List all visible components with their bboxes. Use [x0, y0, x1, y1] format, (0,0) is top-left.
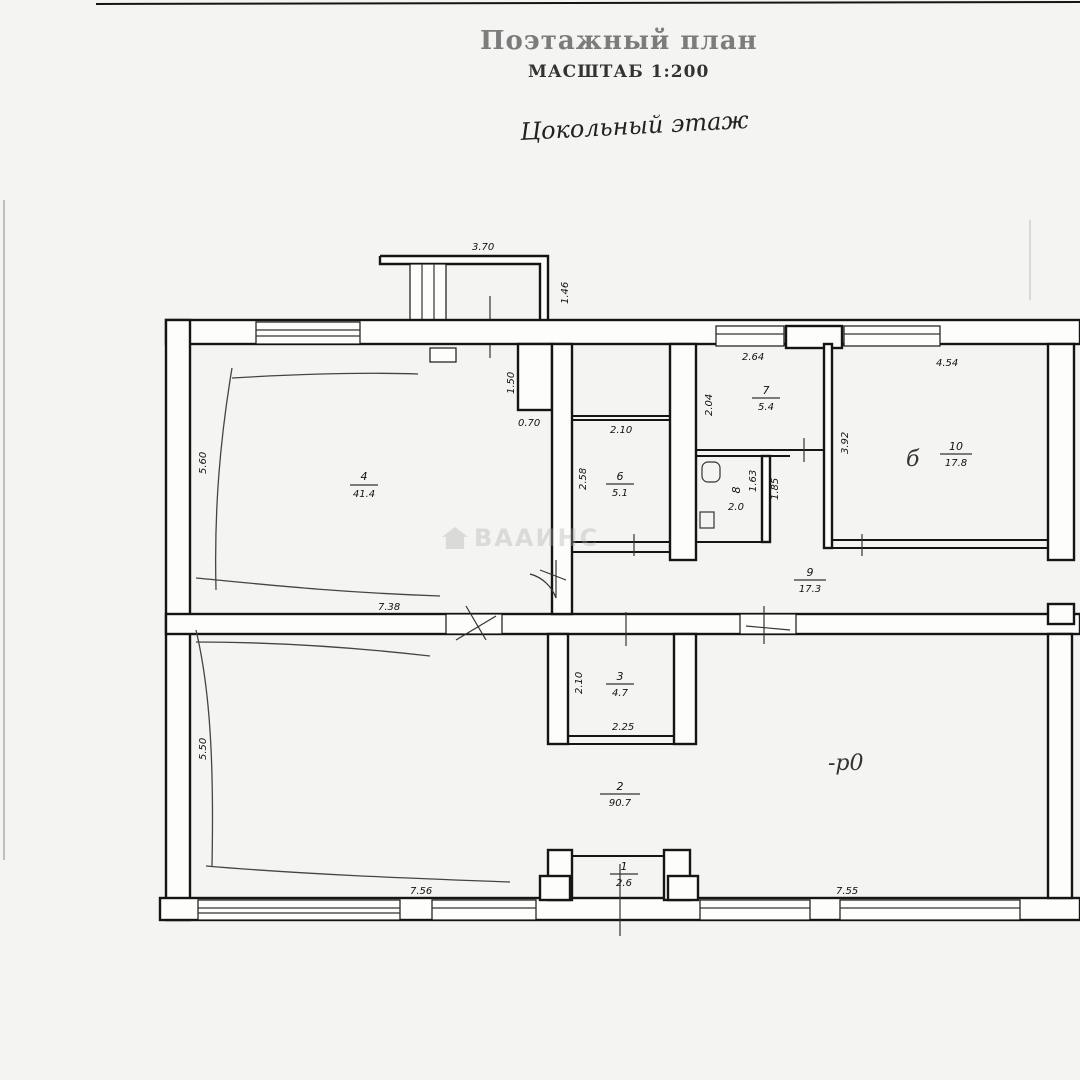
svg-text:2.0: 2.0 [728, 502, 744, 513]
dim-2-10-lower: 2.10 [574, 672, 585, 694]
svg-text:7: 7 [763, 384, 770, 397]
dim-5-50: 5.50 [198, 738, 209, 760]
svg-text:1: 1 [621, 860, 628, 873]
room-2-label: 2 90.7 [600, 780, 640, 809]
room-9-label: 9 17.3 [794, 566, 826, 595]
dim-5-60: 5.60 [198, 452, 209, 474]
room-7-label: 7 5.4 [752, 384, 780, 413]
dim-2-25: 2.25 [612, 722, 634, 733]
paper-top-edge [95, 1, 1080, 5]
watermark: ВААИНС [442, 524, 599, 552]
room-10-label: 10 17.8 [940, 440, 972, 469]
handwritten-note-room-2: -р0 [828, 751, 864, 776]
svg-text:8: 8 [730, 487, 743, 494]
dim-7-38: 7.38 [378, 602, 400, 613]
house-icon [442, 527, 468, 549]
room-8-label: 8 2.0 [728, 487, 744, 514]
svg-text:4: 4 [361, 470, 368, 483]
dim-1-63: 1.63 [748, 470, 759, 492]
svg-text:2.6: 2.6 [616, 878, 632, 889]
interior-walls-lower [538, 632, 1074, 902]
top-windows [255, 321, 941, 350]
svg-text:5.4: 5.4 [758, 402, 774, 413]
dim-7-55: 7.55 [836, 886, 858, 897]
room-4-label: 4 41.4 [350, 470, 378, 500]
dim-1-50: 1.50 [506, 372, 517, 394]
interior-walls-upper [516, 342, 1076, 626]
door-symbols [445, 438, 863, 936]
svg-text:17.8: 17.8 [945, 458, 967, 469]
dim-3-92: 3.92 [840, 432, 851, 454]
svg-text:90.7: 90.7 [609, 798, 632, 809]
plan-title: Поэтажный план [480, 26, 758, 56]
dim-2-58: 2.58 [578, 468, 589, 490]
svg-text:5.1: 5.1 [612, 488, 628, 499]
svg-text:17.3: 17.3 [799, 584, 821, 595]
watermark-text: ВААИНС [474, 524, 600, 552]
plan-scale: МАСШТАБ 1:200 [528, 62, 710, 82]
svg-text:2: 2 [617, 780, 624, 793]
dim-1-85: 1.85 [770, 478, 781, 500]
bottom-windows [197, 899, 1021, 921]
dim-0-70: 0.70 [518, 418, 540, 429]
dim-2-04: 2.04 [704, 394, 715, 416]
dim-2-10-top: 2.10 [610, 425, 632, 436]
svg-text:6: 6 [617, 470, 624, 483]
svg-text:41.4: 41.4 [353, 489, 375, 500]
svg-text:3: 3 [617, 670, 624, 683]
pencil-marks [195, 367, 511, 883]
wc-fixtures [699, 461, 721, 529]
room-6-label: 6 5.1 [606, 470, 634, 499]
dim-3-70: 3.70 [472, 242, 494, 253]
dim-7-56: 7.56 [410, 886, 432, 897]
svg-text:10: 10 [949, 440, 963, 453]
dim-4-54: 4.54 [936, 358, 958, 369]
svg-text:9: 9 [807, 566, 814, 579]
svg-text:4.7: 4.7 [612, 688, 629, 699]
room-1-label: 1 2.6 [610, 860, 638, 889]
dim-1-46: 1.46 [560, 282, 571, 304]
dim-2-64: 2.64 [742, 352, 764, 363]
handwritten-note-room-10: б [906, 447, 920, 472]
room-3-label: 3 4.7 [606, 670, 634, 699]
